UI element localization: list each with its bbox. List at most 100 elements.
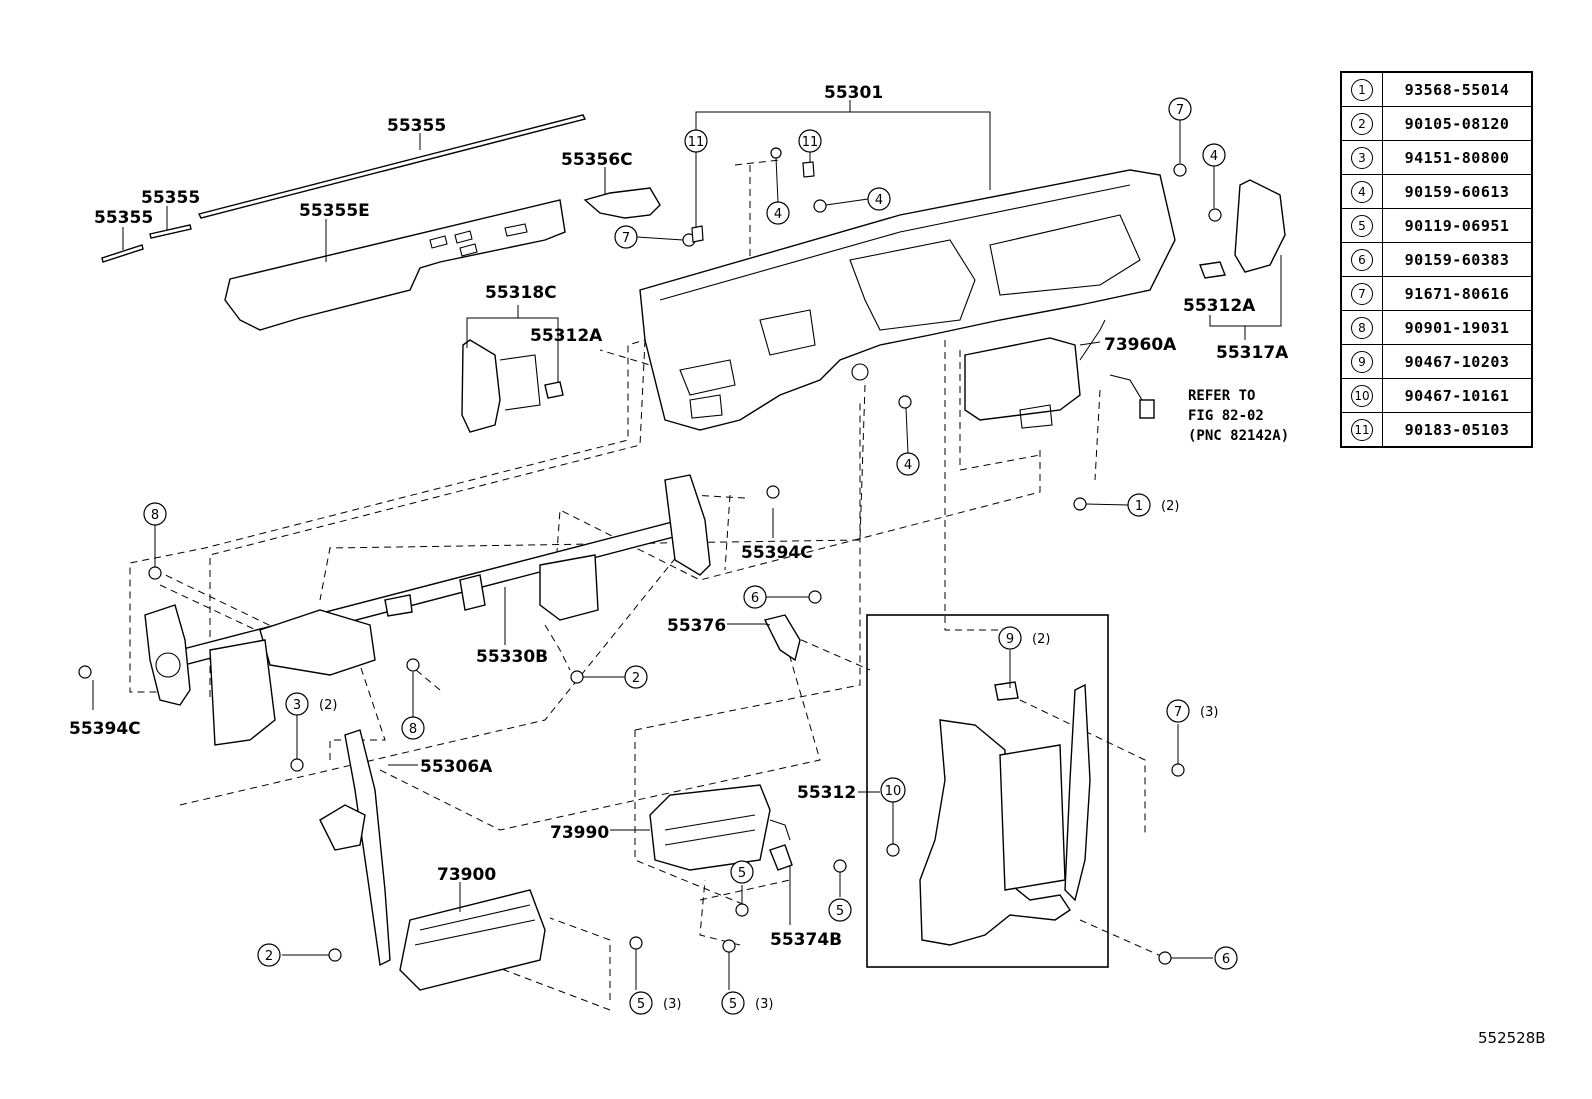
svg-text:5: 5 [738,866,746,881]
callout-3: 3 (2) [285,692,337,716]
label-55355-top: 55355 [387,116,446,136]
svg-text:7: 7 [622,231,630,246]
legend-key: 2 [1340,106,1383,141]
label-55318c: 55318C [485,283,557,303]
svg-text:(3): (3) [755,997,773,1012]
legend-part-number: 90119-06951 [1382,208,1533,243]
callout-4-upper: 4 [766,201,790,225]
callout-2-low: 2 [257,943,281,967]
callout-6-mid: 6 [743,585,767,609]
svg-text:2: 2 [265,949,273,964]
legend-part-number: 90901-19031 [1382,310,1533,345]
svg-text:(2): (2) [319,698,337,713]
legend-key-circle: 10 [1351,384,1373,407]
callout-9: 9(2) [998,626,1050,650]
label-73990: 73990 [550,823,609,843]
svg-text:5: 5 [637,997,645,1012]
callout-7-right: 7 (3) [1166,699,1218,723]
label-55376: 55376 [667,616,726,636]
legend-key: 10 [1340,378,1383,413]
label-55374b: 55374B [770,930,842,950]
legend-key-circle: 8 [1351,316,1373,339]
legend-key: 8 [1340,310,1383,345]
legend-key-circle: 4 [1351,180,1373,203]
callout-7-top: 7 [1168,97,1192,121]
callout-circles: 11 11 7 4 4 4 7 4 1(2) 8 8 2 6 3(2) 9(2)… [143,97,1238,1015]
side-cover-55317a [1199,179,1286,279]
legend-part-number: 90467-10161 [1382,378,1533,413]
legend-key: 7 [1340,276,1383,311]
svg-text:FIG 82-02: FIG 82-02 [1188,408,1264,424]
label-73960a: 73960A [1104,335,1177,355]
svg-text:8: 8 [151,508,159,523]
defroster-nozzle-panel [224,199,566,331]
windshield-molding-strips [101,114,587,263]
refer-note: REFER TO FIG 82-02 (PNC 82142A) [1188,388,1289,444]
lower-cover-box [866,614,1109,968]
label-55355-left: 55355 [94,208,153,228]
legend-key-circle: 7 [1351,282,1373,305]
legend-part-number: 90105-08120 [1382,106,1533,141]
svg-text:(2): (2) [1161,499,1179,514]
svg-text:7: 7 [1174,705,1182,720]
callout-5-a: 5 [730,860,754,884]
legend-key: 6 [1340,242,1383,277]
fasteners [78,147,1222,965]
svg-text:6: 6 [1222,952,1230,967]
callout-4-top: 4 [1202,143,1226,167]
label-55301: 55301 [824,83,883,103]
legend-key: 9 [1340,344,1383,379]
label-55394c-top: 55394C [741,543,813,563]
legend-part-number: 90159-60613 [1382,174,1533,209]
legend-key-circle: 1 [1351,78,1373,101]
svg-text:(3): (3) [663,997,681,1012]
label-55317a: 55317A [1216,343,1289,363]
callout-8-mid: 8 [401,716,425,740]
legend-key-circle: 6 [1351,248,1373,271]
legend-part-number: 90159-60383 [1382,242,1533,277]
label-55394c-left: 55394C [69,719,141,739]
figure-code: 552528B [1478,1029,1546,1047]
svg-text:7: 7 [1176,103,1184,118]
legend-key: 3 [1340,140,1383,175]
legend-part-number: 93568-55014 [1382,71,1533,107]
legend-part-number: 94151-80800 [1382,140,1533,175]
callout-4-mid: 4 [867,187,891,211]
callout-8-left: 8 [143,502,167,526]
svg-text:2: 2 [632,671,640,686]
passenger-airbag-73960a [964,319,1155,429]
svg-text:9: 9 [1006,632,1014,647]
svg-text:3: 3 [293,698,301,713]
legend-key-circle: 2 [1351,112,1373,135]
svg-text:11: 11 [688,135,705,150]
label-55312: 55312 [797,783,856,803]
knee-airbag-73990 [649,784,791,871]
svg-text:4: 4 [1210,149,1218,164]
svg-text:1: 1 [1135,499,1143,514]
label-55330b: 55330B [476,647,548,667]
legend-row: 6 90159-60383 [1340,242,1533,277]
part-labels: 55301 55355 55355 55355 55355E 55356C 55… [69,83,1289,950]
legend-row: 8 90901-19031 [1340,310,1533,345]
legend-row: 10 90467-10161 [1340,378,1533,413]
side-cover-55318c [461,339,541,433]
label-55355-mid: 55355 [141,188,200,208]
legend-key: 5 [1340,208,1383,243]
legend-key-circle: 11 [1351,418,1373,441]
callout-1: 1 (2) [1127,493,1179,517]
svg-text:(3): (3) [1200,705,1218,720]
brace-55306a [319,729,391,967]
svg-text:4: 4 [904,458,912,473]
legend-row: 4 90159-60613 [1340,174,1533,209]
callout-2-mid: 2 [624,665,648,689]
panel-reinforcement-55330b [144,474,711,746]
callout-5-b: 5 [828,898,852,922]
instrument-panel-assembly [639,169,1176,431]
callout-10: 10 [880,777,906,803]
svg-text:10: 10 [885,784,902,799]
